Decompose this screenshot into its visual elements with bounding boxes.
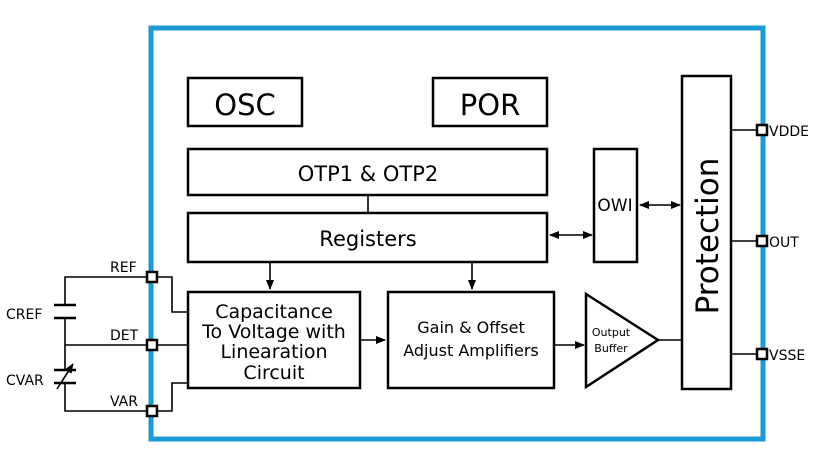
pin-ref-label: REF xyxy=(110,260,137,276)
output-buffer-triangle xyxy=(584,291,661,390)
cv-line-4: Circuit xyxy=(243,362,304,384)
otp-block xyxy=(186,147,549,197)
por-label: POR xyxy=(460,88,520,122)
cref-label: CREF xyxy=(6,307,42,323)
gain-line-2: Adjust Amplifiers xyxy=(403,341,539,360)
pin-var xyxy=(145,404,159,418)
cv-line-2: To Voltage with xyxy=(201,321,346,343)
pin-out xyxy=(755,234,769,248)
registers-label: Registers xyxy=(319,227,416,251)
owi-label: OWI xyxy=(597,196,632,216)
pin-vdde-label: VDDE xyxy=(769,124,809,140)
gain-offset-block xyxy=(386,290,556,390)
protection-label: Protection xyxy=(690,158,726,315)
buffer-line-2: Buffer xyxy=(594,342,628,355)
osc-label: OSC xyxy=(214,88,275,122)
registers-block xyxy=(186,211,549,264)
pin-det-label: DET xyxy=(110,328,139,344)
osc-block xyxy=(186,76,304,128)
cv-converter-block xyxy=(186,290,362,390)
por-block xyxy=(431,76,549,128)
pin-det xyxy=(145,338,159,352)
buffer-line-1: Output xyxy=(592,326,631,339)
protection-block xyxy=(680,74,733,391)
pin-var-label: VAR xyxy=(110,394,138,410)
pin-vsse xyxy=(755,347,769,361)
gain-line-1: Gain & Offset xyxy=(417,318,525,337)
chip-border xyxy=(148,25,766,442)
pin-ref xyxy=(145,270,159,284)
cv-line-1: Capacitance xyxy=(215,301,333,323)
pin-vsse-label: VSSE xyxy=(769,348,805,364)
pin-out-label: OUT xyxy=(769,235,799,251)
pin-vdde xyxy=(755,123,769,137)
owi-block xyxy=(592,147,639,264)
cvar-label: CVAR xyxy=(6,373,44,389)
otp-label: OTP1 & OTP2 xyxy=(298,162,439,186)
cv-line-3: Linearation xyxy=(220,341,327,363)
